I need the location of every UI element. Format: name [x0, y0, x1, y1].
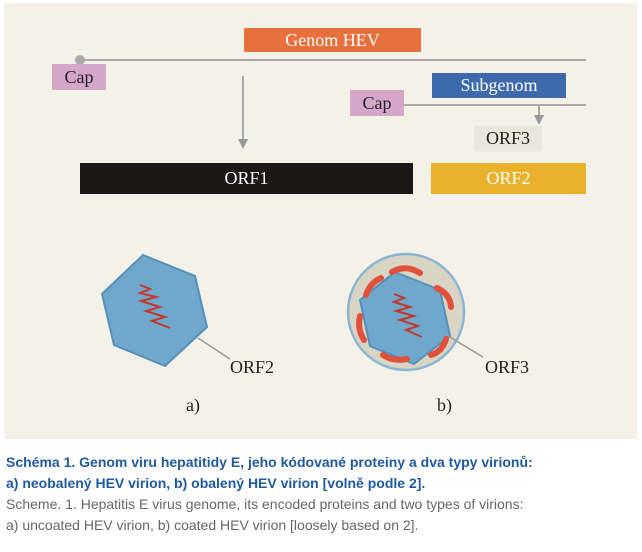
caption-czech-line-1: Schéma 1. Genom viru hepatitidy E, jeho … [6, 454, 533, 470]
orf3-protein [434, 285, 454, 310]
orf3-protein [389, 265, 423, 276]
virion-b-pointer [447, 335, 484, 358]
cap-label-genome: Cap [52, 64, 106, 90]
cap-label-subgenome: Cap [350, 90, 404, 116]
orf2-bar: ORF2 [431, 163, 586, 194]
virion-b [346, 252, 484, 372]
caption-czech-line-2: a) neobalený HEV virion, b) obalený HEV … [6, 475, 426, 491]
orf3-protein [356, 313, 367, 343]
orf3-protein [363, 275, 384, 298]
orf3-protein [428, 336, 449, 358]
caption-english-line-1: Scheme. 1. Hepatitis E virus genome, its… [6, 496, 524, 512]
genome-cap-dot [75, 55, 85, 65]
diagram-connectors [75, 55, 586, 372]
caption-czech: Schéma 1. Genom viru hepatitidy E, jeho … [6, 452, 636, 494]
virion-a-pointer [197, 337, 231, 360]
caption-english-line-2: a) uncoated HEV virion, b) coated HEV vi… [6, 517, 419, 533]
orf3-protein [380, 352, 410, 363]
caption-english: Scheme. 1. Hepatitis E virus genome, its… [6, 494, 636, 536]
virion-a-orf-label: ORF2 [230, 357, 275, 377]
orf1-bar: ORF1 [80, 163, 413, 194]
subgenome-label: Subgenom [432, 73, 566, 98]
orf3-label-top: ORF3 [474, 126, 542, 151]
virion-a-rna [136, 284, 171, 329]
virion-b-rna [391, 293, 423, 338]
virion-b-orf-label: ORF3 [485, 357, 530, 377]
virion-a-capsid [100, 253, 209, 368]
panel-b-label: b) [437, 395, 452, 415]
virion-a [100, 253, 231, 368]
genome-label: Genom HEV [244, 28, 421, 52]
panel-a-label: a) [186, 395, 200, 415]
